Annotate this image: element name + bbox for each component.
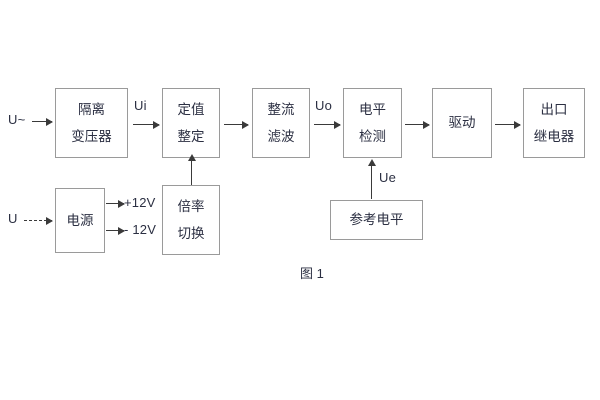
signal-ue-label: Ue bbox=[379, 170, 397, 185]
block-setting-value-line-2: 整定 bbox=[177, 129, 205, 144]
block-multiplier-switch: 倍率 切换 bbox=[162, 185, 220, 255]
block-reference-level: 参考电平 bbox=[330, 200, 423, 240]
block-rectify-filter: 整流 滤波 bbox=[252, 88, 310, 158]
arrow-rectify-filter-to-level-detection bbox=[314, 121, 341, 129]
figure-caption: 图 1 bbox=[300, 266, 324, 281]
block-multiplier-switch-line-2: 切换 bbox=[177, 226, 205, 241]
block-drive: 驱动 bbox=[432, 88, 492, 158]
block-level-detection-line-1: 电平 bbox=[359, 101, 386, 117]
arrow-input-dc-to-power-supply bbox=[24, 217, 53, 225]
block-setting-value-line-1: 定值 bbox=[177, 101, 205, 117]
block-reference-level-line-1: 参考电平 bbox=[349, 212, 404, 228]
block-setting-value: 定值 整定 bbox=[162, 88, 220, 158]
block-output-relay-line-1: 出口 bbox=[540, 101, 568, 117]
block-output-relay-line-2: 继电器 bbox=[533, 129, 575, 144]
block-output-relay: 出口 继电器 bbox=[523, 88, 585, 158]
arrow-input-ac-to-isolation-transformer bbox=[32, 118, 53, 126]
supply-negative-label: - 12V bbox=[124, 222, 157, 237]
block-isolation-transformer: 隔离 变压器 bbox=[55, 88, 128, 158]
block-drive-line-1: 驱动 bbox=[448, 115, 476, 131]
block-rectify-filter-line-2: 滤波 bbox=[267, 129, 295, 144]
block-power-supply-line-1: 电源 bbox=[66, 212, 94, 228]
block-level-detection-line-2: 检测 bbox=[359, 129, 386, 144]
block-isolation-transformer-line-2: 变压器 bbox=[71, 129, 112, 144]
signal-uo-label: Uo bbox=[315, 98, 333, 113]
arrow-power-supply-negative-rail bbox=[106, 227, 125, 235]
block-power-supply: 电源 bbox=[55, 188, 105, 253]
supply-positive-label: +12V bbox=[124, 195, 156, 210]
input-ac-label: U~ bbox=[8, 112, 26, 127]
arrow-reference-level-to-level-detection bbox=[367, 159, 376, 199]
block-isolation-transformer-line-1: 隔离 bbox=[78, 101, 105, 117]
arrow-isolation-transformer-to-setting-value bbox=[133, 121, 160, 129]
block-rectify-filter-line-1: 整流 bbox=[267, 101, 295, 117]
block-multiplier-switch-line-1: 倍率 bbox=[177, 198, 205, 214]
input-dc-label: U bbox=[8, 211, 18, 226]
block-level-detection: 电平 检测 bbox=[343, 88, 402, 158]
arrow-drive-to-output-relay bbox=[495, 121, 521, 129]
arrow-multiplier-switch-to-setting-value bbox=[187, 154, 196, 185]
arrow-power-supply-positive-rail bbox=[106, 200, 125, 208]
arrow-setting-value-to-rectify-filter bbox=[224, 121, 249, 129]
arrow-level-detection-to-drive bbox=[405, 121, 430, 129]
signal-ui-label: Ui bbox=[134, 98, 147, 113]
